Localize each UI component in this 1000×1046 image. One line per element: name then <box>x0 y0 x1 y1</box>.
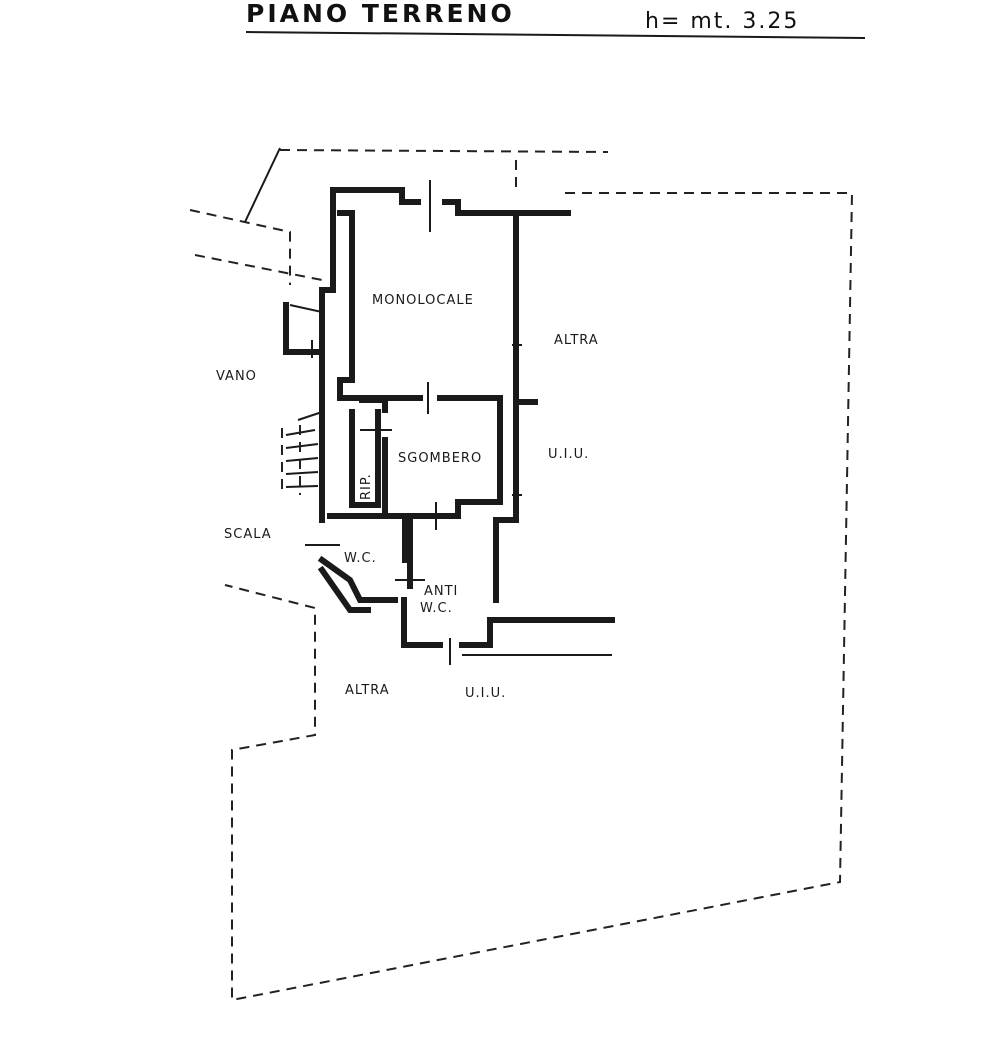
title-underline <box>245 31 866 39</box>
room-label-anti-wc-1: ANTI <box>424 584 458 599</box>
apartment-walls <box>283 187 615 656</box>
stair-steps <box>281 411 323 495</box>
rip-closet <box>349 409 381 508</box>
anti-wc-south-west <box>401 597 443 648</box>
label-altra-uiu-right-2: U.I.U. <box>548 447 589 462</box>
stair-dashes <box>281 425 301 495</box>
wc-diagonal-wall <box>317 555 398 603</box>
north-west-corner <box>337 210 355 253</box>
rip-door-frame <box>359 397 388 413</box>
floor-title: PIANO TERRENO <box>246 0 515 28</box>
label-altra-uiu-bottom-2: U.I.U. <box>465 686 506 701</box>
north-east-wall <box>442 199 519 503</box>
anti-wc-south-east <box>459 617 493 648</box>
north-wall-left <box>330 187 421 205</box>
door-marks <box>305 180 522 665</box>
sgombero-walls <box>407 395 503 519</box>
left-boundary-line-lower <box>194 254 323 281</box>
left-boundary-line-upper <box>189 209 291 285</box>
room-label-sgombero: SGOMBERO <box>398 451 482 466</box>
label-scala: SCALA <box>224 527 272 542</box>
west-wall <box>319 187 336 523</box>
east-wall-lower <box>493 497 519 603</box>
room-label-monolocale: MONOLOCALE <box>372 293 474 308</box>
wc-north-wall <box>327 513 408 563</box>
label-altra-uiu-right-1: ALTRA <box>554 333 599 348</box>
lot-boundary <box>189 149 854 1002</box>
label-vano: VANO <box>216 369 257 384</box>
west-niche-wall <box>283 302 325 355</box>
room-label-rip: RIP. <box>359 473 374 500</box>
label-altra-uiu-bottom-1: ALTRA <box>345 683 390 698</box>
ceiling-height: h= mt. 3.25 <box>645 9 799 34</box>
stair-top <box>297 411 323 421</box>
wc-diagonal-outer <box>317 565 371 613</box>
stair-lines <box>285 429 319 488</box>
lot-boundary-line <box>224 192 854 1002</box>
west-niche-inner <box>289 304 323 352</box>
top-boundary-line <box>279 149 609 153</box>
diagonal-wall <box>244 147 281 223</box>
title-block: PIANO TERRENO h= mt. 3.25 <box>245 0 866 39</box>
room-label-anti-wc-2: W.C. <box>420 601 453 616</box>
room-label-wc: W.C. <box>344 551 377 566</box>
